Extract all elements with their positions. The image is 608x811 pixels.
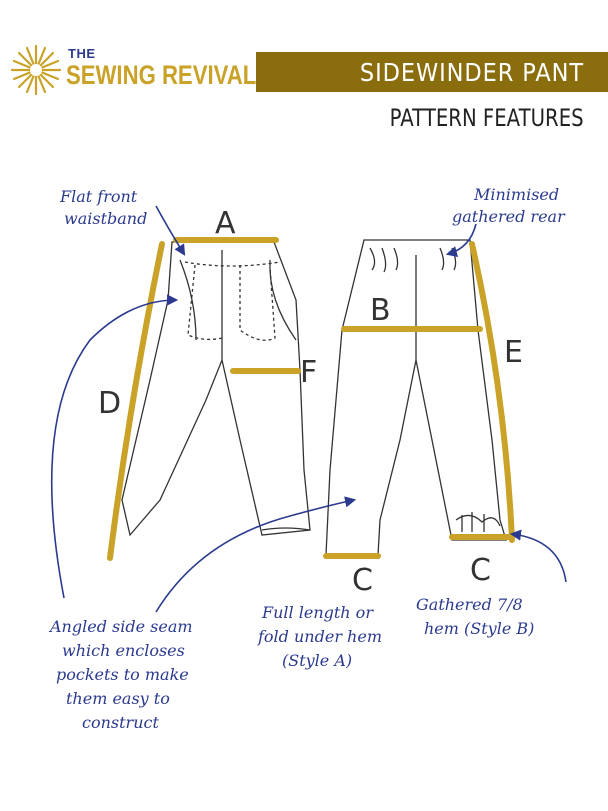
page-title: SIDEWINDER PANT xyxy=(359,58,584,87)
callout-line: pockets to make xyxy=(56,665,189,684)
arrow-angled-seam xyxy=(50,294,179,599)
label-c-right: C xyxy=(470,553,491,588)
arrow-flat-front xyxy=(155,205,186,256)
callout-flat-front: Flat front waistband xyxy=(59,187,147,228)
title-banner: SIDEWINDER PANT xyxy=(256,52,608,92)
callout-line: Angled side seam xyxy=(48,617,193,636)
arrow-minimised xyxy=(445,223,477,258)
label-d: D xyxy=(98,386,121,421)
label-c-left: C xyxy=(352,563,373,598)
arrow-full-length xyxy=(155,496,357,613)
callout-line: Flat front xyxy=(59,187,138,206)
callout-full-length: Full length or fold under hem (Style A) xyxy=(257,603,382,670)
callout-angled-seam: Angled side seam which encloses pockets … xyxy=(48,617,193,732)
measure-d xyxy=(107,241,165,561)
callout-line: (Style A) xyxy=(282,651,352,670)
callout-line: Minimised xyxy=(473,185,559,204)
label-b: B xyxy=(370,293,391,328)
arrow-gathered-hem xyxy=(509,529,567,583)
page-subtitle: PATTERN FEATURES xyxy=(389,104,584,132)
label-a: A xyxy=(215,206,236,241)
callout-line: them easy to xyxy=(66,689,170,708)
front-pant xyxy=(121,241,311,537)
back-pant xyxy=(325,239,507,556)
measure-e xyxy=(469,241,515,543)
callout-line: hem (Style B) xyxy=(424,619,534,638)
callout-line: Gathered 7/8 xyxy=(416,595,523,614)
brand-logo: THE SEWING REVIVAL xyxy=(8,40,256,100)
callout-line: which encloses xyxy=(62,641,185,660)
callout-line: Full length or xyxy=(261,603,374,622)
callout-line: gathered rear xyxy=(452,207,566,226)
callout-minimised: Minimised gathered rear xyxy=(452,185,566,226)
label-e: E xyxy=(504,335,523,370)
callout-line: construct xyxy=(82,713,159,732)
brand-name: SEWING REVIVAL xyxy=(66,60,257,90)
label-f: F xyxy=(300,355,317,390)
callout-line: fold under hem xyxy=(257,627,382,646)
brand-the: THE xyxy=(68,46,96,61)
sunburst-icon xyxy=(10,44,62,96)
callout-gathered-hem: Gathered 7/8 hem (Style B) xyxy=(416,595,534,638)
callout-arrows xyxy=(50,205,567,613)
measure-lines xyxy=(107,237,515,561)
callout-line: waistband xyxy=(64,209,147,228)
